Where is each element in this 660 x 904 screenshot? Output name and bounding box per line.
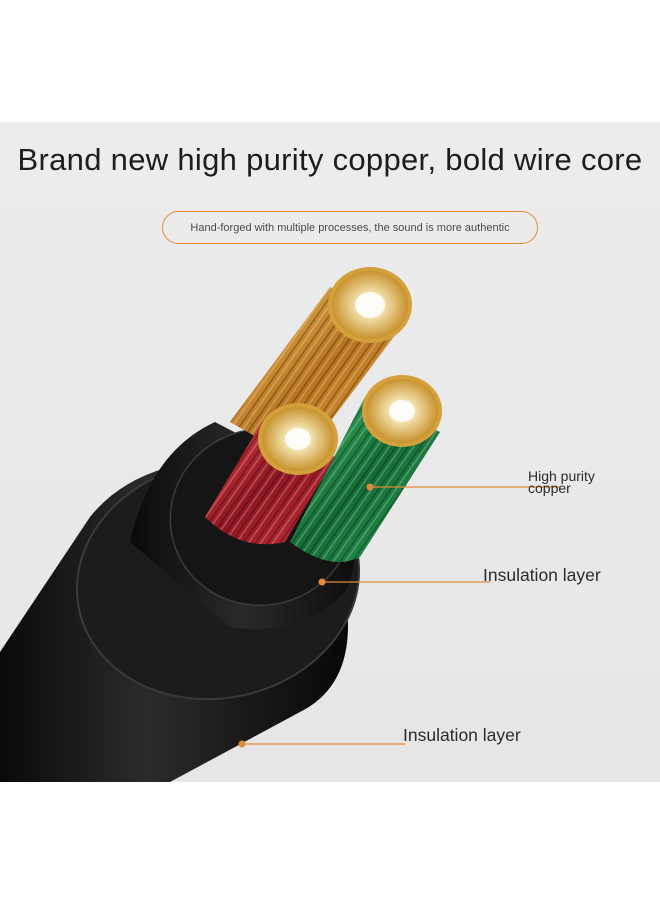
callout-outer-insulation-label: Insulation layer [403, 725, 521, 745]
callout-inner-insulation-label: Insulation layer [483, 565, 601, 585]
headline: Brand new high purity copper, bold wire … [17, 142, 643, 177]
subheadline-text: Hand-forged with multiple processes, the… [190, 221, 510, 234]
cable-cross-section-illustration [0, 267, 560, 782]
green-wire-core [290, 375, 442, 562]
red-wire-core [205, 403, 338, 545]
callout-pointers [238, 483, 560, 748]
callout-copper-label: High purity copper [528, 468, 595, 496]
subheadline-pill: Hand-forged with multiple processes, the… [162, 211, 538, 244]
